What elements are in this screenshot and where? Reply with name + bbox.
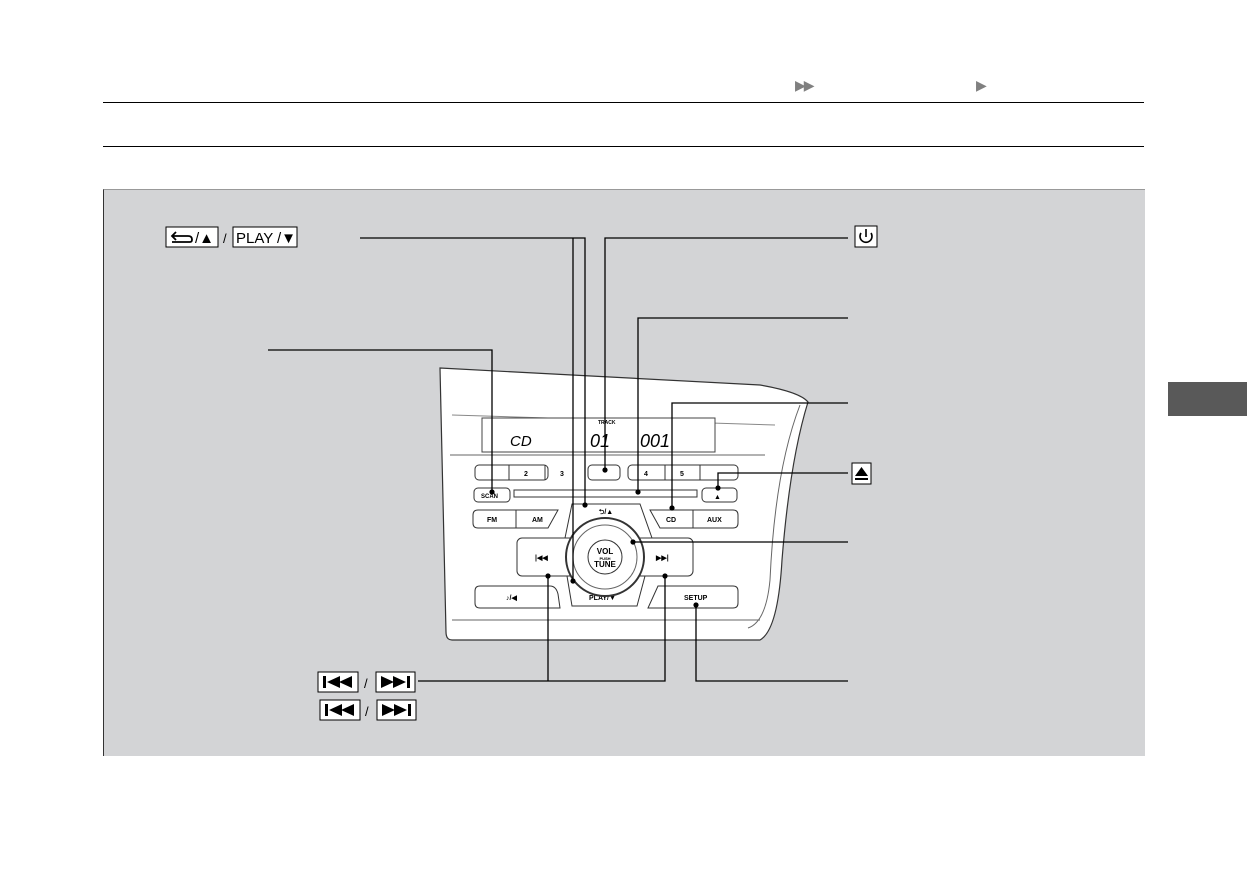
knob-push-label: PUSH: [599, 556, 610, 561]
preset-3[interactable]: 3: [560, 471, 564, 478]
seek-up-icon: [375, 671, 416, 693]
skip-up-icon: [376, 699, 417, 721]
display-source: CD: [510, 433, 532, 450]
seek-down-label: |◀◀: [535, 555, 548, 562]
cd-label: CD: [666, 517, 676, 524]
leader-lines: [268, 237, 848, 682]
power-button[interactable]: [587, 464, 621, 481]
preset-5[interactable]: 5: [680, 471, 684, 478]
display-time: 001: [640, 431, 670, 451]
knob-center: [587, 539, 623, 575]
knob-tune-label: TUNE: [594, 560, 616, 569]
right-triangle-icon: ▶: [976, 77, 987, 93]
double-right-triangle-icon: ▶▶: [795, 77, 814, 93]
display-track: 01: [590, 431, 610, 451]
disc-slot[interactable]: [513, 489, 698, 498]
header-rule-bottom: [103, 146, 1144, 147]
skip-down-icon: [319, 699, 361, 721]
eject-label: ▲: [714, 494, 721, 501]
scan-label: SCAN: [481, 494, 498, 500]
preset-4[interactable]: 4: [644, 471, 648, 478]
setup-label: SETUP: [684, 595, 708, 602]
display: [481, 417, 716, 453]
cd-aux-button[interactable]: [649, 509, 739, 529]
seek-separator: /: [364, 676, 368, 691]
back-up-key-text: /▲: [195, 230, 214, 247]
music-mute-label: ♪/◀: [506, 595, 517, 602]
play-down-label: PLAY/▼: [589, 595, 616, 602]
play-key-text: PLAY: [236, 230, 273, 247]
header-rule-top: [103, 102, 1144, 103]
seek-up-label: ▶▶|: [655, 555, 669, 562]
back-up-label: ⮌/▲: [599, 508, 613, 516]
power-icon: [854, 225, 878, 248]
bezel-inner-edge: [747, 404, 801, 629]
display-track-label: TRACK: [598, 420, 616, 426]
play-down-key-icon: PLAY /▼: [232, 226, 298, 248]
back-play-separator: /: [223, 231, 227, 246]
chapter-tab[interactable]: [1168, 382, 1247, 416]
preset-bar-left[interactable]: [474, 464, 549, 481]
am-label: AM: [532, 517, 543, 524]
down-key-text: /▼: [277, 230, 296, 247]
aux-label: AUX: [707, 517, 722, 524]
skip-separator: /: [365, 704, 369, 719]
fm-label: FM: [487, 517, 497, 524]
setup-button[interactable]: [647, 585, 739, 609]
seek-down-icon: [317, 671, 359, 693]
back-up-key-icon: /▲: [165, 226, 219, 248]
knob-vol-label: VOL: [597, 547, 614, 556]
leader-dots: [489, 467, 721, 608]
music-mute-button[interactable]: [474, 585, 561, 609]
preset-2[interactable]: 2: [524, 471, 528, 478]
eject-icon: [851, 462, 872, 485]
